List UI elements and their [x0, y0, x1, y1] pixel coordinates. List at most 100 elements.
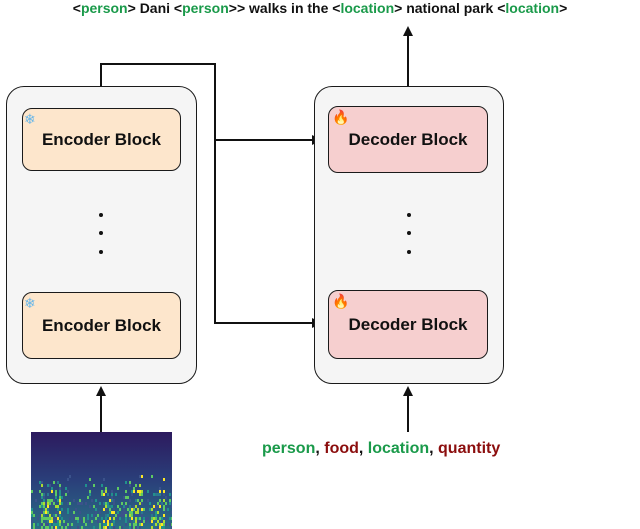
- spectrogram-cell: [125, 490, 127, 493]
- spectrogram-cell: [59, 490, 61, 493]
- spectrogram-cell: [69, 517, 71, 520]
- spectrogram-cell: [55, 520, 57, 523]
- spectrogram-cell: [91, 499, 93, 502]
- spectrogram-cell: [79, 511, 81, 514]
- spectrogram-cell: [147, 499, 149, 502]
- spectrogram-cell: [39, 514, 41, 517]
- spectrogram-cell: [55, 511, 57, 514]
- spectrogram-cell: [57, 520, 59, 523]
- spectrogram-cell: [103, 490, 105, 493]
- spectrogram-cell: [41, 514, 43, 517]
- spectrogram-cell: [133, 508, 135, 511]
- sentence-part: >> walks in the <: [228, 0, 341, 16]
- spectrogram-cell: [55, 496, 57, 499]
- spectrogram-cell: [165, 496, 167, 499]
- spectrogram-cell: [171, 511, 172, 514]
- sentence-part: >: [559, 0, 568, 16]
- spectrogram-cell: [125, 481, 127, 484]
- spectrogram-cell: [43, 493, 45, 496]
- spectrogram-cell: [137, 526, 139, 529]
- spectrogram-cell: [129, 505, 131, 508]
- spectrogram-cell: [133, 490, 135, 493]
- spectrogram-cell: [161, 526, 163, 529]
- spectrogram-cell: [107, 526, 109, 529]
- spectrogram-cell: [43, 508, 45, 511]
- spectrogram-cell: [97, 514, 99, 517]
- spectrogram-cell: [57, 505, 59, 508]
- spectrogram-cell: [39, 505, 41, 508]
- spectrogram-cell: [161, 517, 163, 520]
- spectrogram-cell: [133, 487, 135, 490]
- spectrogram-cell: [131, 493, 133, 496]
- spectrogram-cell: [129, 499, 131, 502]
- spectrogram-cell: [47, 517, 49, 520]
- spectrogram-cell: [151, 508, 153, 511]
- spectrogram-cell: [43, 514, 45, 517]
- spectrogram-cell: [151, 520, 153, 523]
- spectrogram-cell: [107, 520, 109, 523]
- spectrogram-cell: [169, 502, 171, 505]
- decoder-block-label: Decoder Block: [348, 314, 468, 334]
- spectrogram-cell: [125, 496, 127, 499]
- spectrogram-cell: [137, 499, 139, 502]
- spectrogram-cell: [133, 523, 135, 526]
- spectrogram-cell: [153, 517, 155, 520]
- spectrogram-cell: [87, 496, 89, 499]
- spectrogram-cell: [125, 517, 127, 520]
- spectrogram-cell: [49, 484, 51, 487]
- class-quantity: quantity: [438, 440, 501, 457]
- spectrogram-cell: [155, 508, 157, 511]
- spectrogram-cell: [61, 496, 63, 499]
- spectrogram-cell: [85, 484, 87, 487]
- spectrogram-cell: [93, 514, 95, 517]
- spectrogram-cell: [41, 520, 43, 523]
- spectrogram-cell: [129, 511, 131, 514]
- spectrogram-cell: [85, 523, 87, 526]
- spectrogram-cell: [135, 514, 137, 517]
- spectrogram-cell: [159, 487, 161, 490]
- spectrogram-cell: [135, 523, 137, 526]
- spectrogram-cell: [65, 523, 67, 526]
- spectrogram-cell: [93, 505, 95, 508]
- spectrogram-cell: [79, 499, 81, 502]
- spectrogram-cell: [129, 481, 131, 484]
- spectrogram-cell: [71, 523, 73, 526]
- spectrogram-cell: [109, 520, 111, 523]
- spectrogram-cell: [107, 523, 109, 526]
- spectrogram-cell: [61, 517, 63, 520]
- spectrogram-cell: [91, 514, 93, 517]
- spectrogram-cell: [45, 517, 47, 520]
- spectrogram-cell: [159, 490, 161, 493]
- spectrogram-cell: [127, 496, 129, 499]
- spectrogram-cell: [117, 487, 119, 490]
- spectrogram-cell: [151, 514, 153, 517]
- spectrogram-cell: [33, 514, 35, 517]
- encoder-to-decoder-bottom-arrow: [100, 63, 322, 328]
- spectrogram-cell: [153, 523, 155, 526]
- spectrogram-cell: [157, 502, 159, 505]
- spectrogram-cell: [125, 523, 127, 526]
- spectrogram-cell: [127, 508, 129, 511]
- spectrogram-cell: [157, 511, 159, 514]
- spectrogram-cell: [125, 511, 127, 514]
- spectrogram-cell: [111, 496, 113, 499]
- spectrogram-cell: [107, 505, 109, 508]
- spectrogram-cell: [99, 523, 101, 526]
- spectrogram-cell: [43, 517, 45, 520]
- spectrogram-cell: [159, 517, 161, 520]
- spectrogram-cell: [35, 499, 37, 502]
- spectrogram-cell: [147, 517, 149, 520]
- spectrogram-cell: [93, 526, 95, 529]
- spectrogram-cell: [65, 493, 67, 496]
- spectrogram-cell: [137, 514, 139, 517]
- spectrogram-cell: [57, 499, 59, 502]
- spectrogram-cell: [113, 517, 115, 520]
- spectrogram-cell: [131, 511, 133, 514]
- spectrogram-cell: [135, 520, 137, 523]
- spectrogram-cell: [125, 502, 127, 505]
- spectrogram-cell: [59, 499, 61, 502]
- spectrogram-cell: [113, 523, 115, 526]
- spectrogram-cell: [113, 508, 115, 511]
- spectrogram-cell: [67, 508, 69, 511]
- spectrogram-cell: [157, 523, 159, 526]
